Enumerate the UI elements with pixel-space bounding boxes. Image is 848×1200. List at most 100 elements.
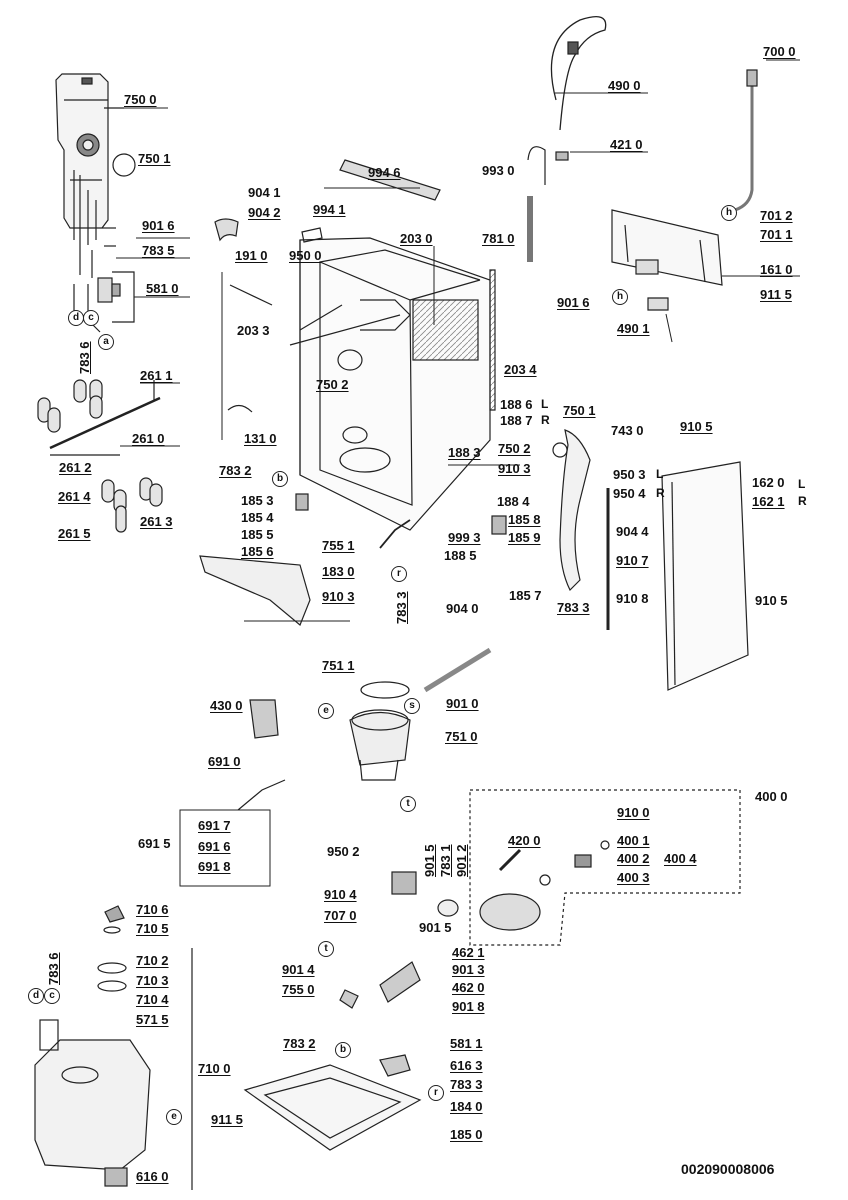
callout-203-0: 203 0 <box>400 231 433 246</box>
callout-421-0: 421 0 <box>610 137 643 152</box>
callout-261-0: 261 0 <box>132 431 165 446</box>
callout-904-4: 904 4 <box>616 524 649 539</box>
callout-783-2-b: 783 2 <box>283 1036 316 1051</box>
callout-710-0: 710 0 <box>198 1061 231 1076</box>
callout-950-4: 950 4 <box>613 486 646 501</box>
callout-185-5: 185 5 <box>241 527 274 542</box>
callout-701-2: 701 2 <box>760 208 793 223</box>
callout-751-0: 751 0 <box>445 729 478 744</box>
side-letter-L: L <box>656 467 664 481</box>
vcallout-783-6-b: 783 6 <box>46 952 61 985</box>
ref-marker-c: c <box>83 310 99 326</box>
callout-203-3: 203 3 <box>237 323 270 338</box>
callout-910-3-b: 910 3 <box>498 461 531 476</box>
ref-marker-d: d <box>68 310 84 326</box>
ref-marker-c: c <box>44 988 60 1004</box>
callout-783-2: 783 2 <box>219 463 252 478</box>
callout-261-5: 261 5 <box>58 526 91 541</box>
ref-marker-d: d <box>28 988 44 1004</box>
callout-994-1: 994 1 <box>313 202 346 217</box>
callout-400-0: 400 0 <box>755 789 788 804</box>
callout-185-8: 185 8 <box>508 512 541 527</box>
ring-gasket <box>112 153 136 177</box>
callout-910-5-a: 910 5 <box>680 419 713 434</box>
document-number: 002090008006 <box>681 1161 775 1177</box>
callout-901-3: 901 3 <box>452 962 485 977</box>
ref-marker-r: r <box>428 1085 444 1101</box>
callout-261-3: 261 3 <box>140 514 173 529</box>
callout-161-0: 161 0 <box>760 262 793 277</box>
callout-910-0: 910 0 <box>617 805 650 820</box>
latch-rod <box>49 396 161 450</box>
callout-993-0: 993 0 <box>482 163 515 178</box>
callout-261-1: 261 1 <box>140 368 173 383</box>
callout-691-8: 691 8 <box>198 859 231 874</box>
callout-185-6: 185 6 <box>241 544 274 559</box>
side-letter-L: L <box>541 397 549 411</box>
callout-910-4: 910 4 <box>324 887 357 902</box>
callout-783-3-a: 783 3 <box>557 600 590 615</box>
callout-400-2: 400 2 <box>617 851 650 866</box>
callout-910-5-b: 910 5 <box>755 593 788 608</box>
callout-710-2: 710 2 <box>136 953 169 968</box>
callout-188-5: 188 5 <box>444 548 477 563</box>
callout-131-0: 131 0 <box>244 431 277 446</box>
vcallout-783-6-a: 783 6 <box>77 341 92 374</box>
callout-185-7: 185 7 <box>509 588 542 603</box>
ref-marker-e: e <box>166 1109 182 1125</box>
callout-400-4: 400 4 <box>664 851 697 866</box>
water-softener <box>34 1019 151 1187</box>
callout-701-1: 701 1 <box>760 227 793 242</box>
callout-462-1: 462 1 <box>452 945 485 960</box>
callout-750-1-b: 750 1 <box>563 403 596 418</box>
callout-904-1: 904 1 <box>248 185 281 200</box>
callout-783-5: 783 5 <box>142 243 175 258</box>
callout-910-8: 910 8 <box>616 591 649 606</box>
ref-marker-h: h <box>721 205 737 221</box>
callout-188-6: 188 6 <box>500 397 533 412</box>
callout-950-0: 950 0 <box>289 248 322 263</box>
callout-750-0: 750 0 <box>124 92 157 107</box>
callout-185-3: 185 3 <box>241 493 274 508</box>
callout-462-0: 462 0 <box>452 980 485 995</box>
callout-710-6: 710 6 <box>136 902 169 917</box>
callout-707-0: 707 0 <box>324 908 357 923</box>
callout-185-4: 185 4 <box>241 510 274 525</box>
callout-261-2: 261 2 <box>59 460 92 475</box>
callout-691-5: 691 5 <box>138 836 171 851</box>
ref-marker-t: t <box>400 796 416 812</box>
ref-marker-s: s <box>404 698 420 714</box>
callout-616-0: 616 0 <box>136 1169 169 1184</box>
ref-marker-b: b <box>272 471 288 487</box>
callout-185-0: 185 0 <box>450 1127 483 1142</box>
vcallout-901-2: 901 2 <box>454 844 469 877</box>
callout-901-5: 901 5 <box>419 920 452 935</box>
callout-904-2: 904 2 <box>248 205 281 220</box>
callout-750-1: 750 1 <box>138 151 171 166</box>
callout-999-3: 999 3 <box>448 530 481 545</box>
callout-571-5: 571 5 <box>136 1012 169 1027</box>
latch-parts <box>37 379 163 533</box>
vcallout-783-3: 783 3 <box>394 591 409 624</box>
callout-188-3: 188 3 <box>448 445 481 460</box>
control-panel-part <box>55 73 124 245</box>
sump-assembly <box>349 647 492 781</box>
callout-901-6: 901 6 <box>142 218 175 233</box>
callout-904-0: 904 0 <box>446 601 479 616</box>
ref-marker-b: b <box>335 1042 351 1058</box>
callout-420-0: 420 0 <box>508 833 541 848</box>
callout-781-0: 781 0 <box>482 231 515 246</box>
callout-901-4: 901 4 <box>282 962 315 977</box>
callout-743-0: 743 0 <box>611 423 644 438</box>
callout-188-4: 188 4 <box>497 494 530 509</box>
ref-marker-e: e <box>318 703 334 719</box>
callout-581-0: 581 0 <box>146 281 179 296</box>
side-letter-R: R <box>541 413 550 427</box>
tub-frame <box>289 237 491 531</box>
callout-994-6: 994 6 <box>368 165 401 180</box>
callout-490-0: 490 0 <box>608 78 641 93</box>
ref-marker-h: h <box>612 289 628 305</box>
callout-750-2-tub: 750 2 <box>316 377 349 392</box>
